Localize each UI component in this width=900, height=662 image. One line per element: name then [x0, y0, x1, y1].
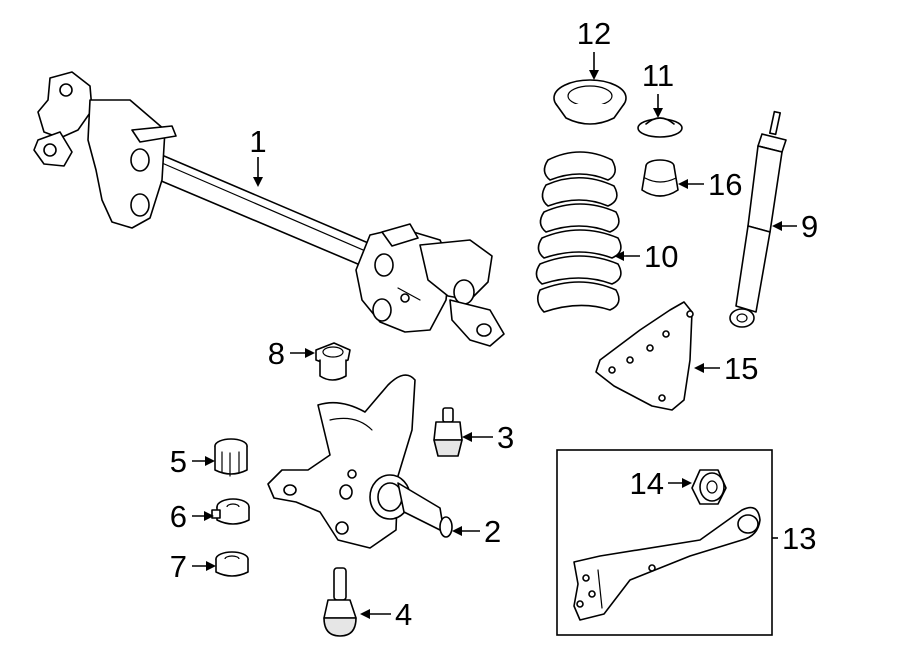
- callout-9: 9: [801, 209, 818, 244]
- coil-spring: [535, 151, 622, 313]
- callout-15: 15: [724, 351, 758, 386]
- callout-12: 12: [577, 16, 611, 51]
- callout-14: 14: [630, 466, 664, 501]
- shim-7: [215, 551, 249, 577]
- lower-ball-joint: [323, 567, 357, 637]
- bushing-8: [315, 342, 351, 381]
- upper-ball-joint: [433, 407, 463, 457]
- callout-10: 10: [644, 239, 678, 274]
- steering-knuckle: [267, 374, 453, 549]
- callout-5: 5: [170, 444, 187, 479]
- shock-absorber: [729, 110, 787, 328]
- callout-3: 3: [497, 420, 514, 455]
- cam-bushing-5: [214, 438, 248, 477]
- callout-11: 11: [642, 58, 674, 93]
- callouts: 1 2 3 4 5 6 7 8 9 10 11 12 13 14 15 16: [170, 16, 819, 632]
- callout-13: 13: [782, 521, 816, 556]
- callout-2: 2: [484, 514, 501, 549]
- jounce-cap: [637, 117, 683, 138]
- cam-washer-6: [211, 498, 250, 525]
- leader-lines: [192, 52, 797, 619]
- callout-6: 6: [170, 499, 187, 534]
- callout-4: 4: [395, 597, 412, 632]
- callout-8: 8: [268, 336, 285, 371]
- callout-1: 1: [249, 124, 266, 159]
- callout-7: 7: [170, 549, 187, 584]
- track-bar: [573, 506, 761, 621]
- track-bar-bracket: [595, 301, 694, 411]
- callout-16: 16: [708, 167, 742, 202]
- spring-insulator: [553, 79, 627, 125]
- jounce-bumper: [641, 159, 679, 197]
- axle-beam: [33, 71, 505, 347]
- track-bar-group-box: [556, 449, 773, 636]
- track-bar-bushing: [691, 469, 727, 505]
